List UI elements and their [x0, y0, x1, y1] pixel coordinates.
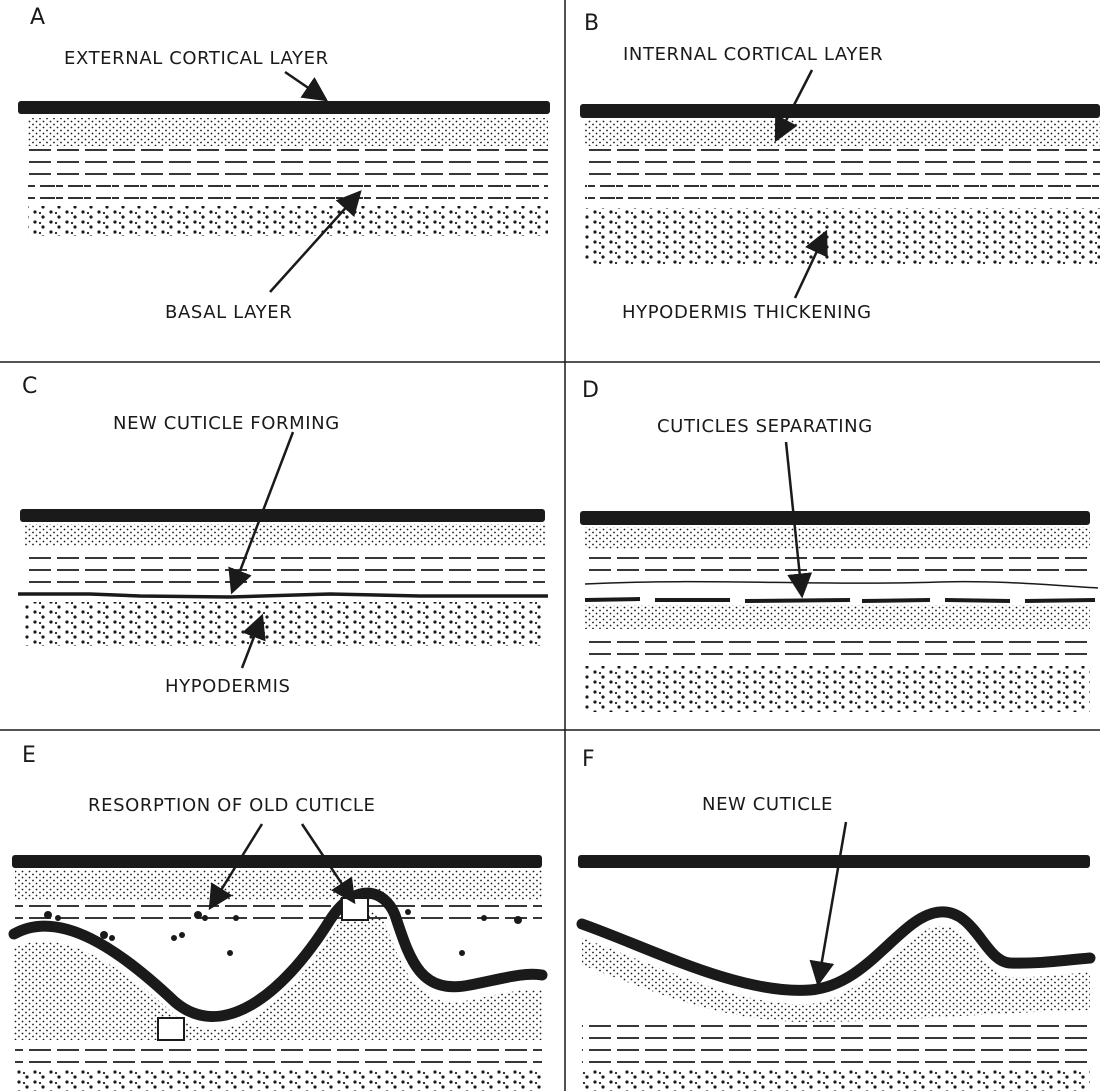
panel-d-lower-fine-dots [585, 605, 1090, 629]
panel-c-fine-dot-layer [25, 524, 545, 546]
panel-a-dash-layer-2 [28, 182, 548, 202]
panel-d-letter: D [582, 378, 599, 403]
panel-e-fine-dots-under-fold [14, 910, 542, 1040]
panel-a-coarse-dot-layer [28, 206, 548, 236]
panel-a-letter: A [30, 5, 45, 30]
panel-d-cuticles-separating-label: CUTICLES SEPARATING [657, 416, 873, 437]
panel-c: C NEW CUTICLE FORMING HYPODERMIS [18, 374, 548, 697]
panel-b-internal-cortical-label: INTERNAL CORTICAL LAYER [623, 44, 883, 65]
panel-e-resorption-site-1 [158, 1018, 184, 1040]
panel-f-fine-dots-under-fold [582, 926, 1090, 1022]
panel-e-fine-dot-layer [15, 870, 542, 900]
panel-d-new-cuticle-line [585, 599, 1095, 601]
panel-f-coarse-dot-layer [582, 1070, 1090, 1091]
panel-d-coarse-dot-layer [585, 666, 1090, 712]
panel-a-fine-dot-layer [28, 118, 548, 146]
panel-c-new-cuticle-line [18, 594, 548, 597]
panel-f-dash-layer [582, 1020, 1090, 1068]
panel-e: E RESORPTION OF OLD CUTICLE [12, 743, 542, 1091]
panel-e-coarse-dot-layer [15, 1070, 542, 1091]
panel-f-letter: F [582, 747, 595, 772]
panel-a-external-cortical-label: EXTERNAL CORTICAL LAYER [64, 48, 329, 69]
panel-c-coarse-dot-layer [25, 602, 545, 646]
panel-b-letter: B [584, 11, 599, 36]
panel-e-dash-layer [15, 902, 542, 928]
panel-a-dash-layer [28, 148, 548, 182]
panel-a-basal-layer-label: BASAL LAYER [165, 302, 292, 323]
panel-b-epicuticle-band [580, 104, 1100, 118]
panel-b-dash-layer [585, 148, 1100, 182]
panel-f-new-cuticle-label: NEW CUTICLE [702, 794, 833, 815]
panel-b-fine-dot-layer [585, 120, 1100, 146]
panel-a-arrow-external [285, 72, 326, 100]
panel-d-lower-dash-layer [585, 631, 1090, 661]
panel-b-coarse-dot-layer [585, 208, 1100, 264]
panel-d-epicuticle-band [580, 511, 1090, 525]
panel-e-resorption-label: RESORPTION OF OLD CUTICLE [88, 795, 376, 816]
panel-f-arrow-new-cuticle [818, 822, 846, 984]
panel-d-separation-line [585, 582, 1098, 588]
panel-b-hypodermis-thickening-label: HYPODERMIS THICKENING [622, 302, 872, 323]
panel-a: A EXTERNAL CORTICAL LAYER BASAL LAYER [18, 5, 550, 323]
panel-c-letter: C [22, 374, 37, 399]
panel-e-lower-dash-layer [15, 1040, 542, 1068]
panel-c-new-cuticle-forming-label: NEW CUTICLE FORMING [113, 413, 340, 434]
panel-d-fine-dot-layer [585, 527, 1090, 549]
panel-c-epicuticle-band [20, 509, 545, 522]
panel-d: D CUTICLES SEPARATING [580, 378, 1098, 712]
panel-c-dash-layer [25, 548, 545, 592]
panel-e-letter: E [22, 743, 36, 768]
panel-a-epicuticle-band [18, 101, 550, 114]
panel-c-hypodermis-label: HYPODERMIS [165, 676, 291, 697]
panel-b-dash-layer-2 [585, 182, 1100, 202]
panel-d-dash-layer [585, 551, 1090, 579]
panel-f: F NEW CUTICLE [578, 747, 1090, 1091]
panel-e-epicuticle-band [12, 855, 542, 868]
panel-f-epicuticle-band [578, 855, 1090, 868]
panel-b: B INTERNAL CORTICAL LAYER HYPODERMIS THI… [580, 11, 1100, 323]
